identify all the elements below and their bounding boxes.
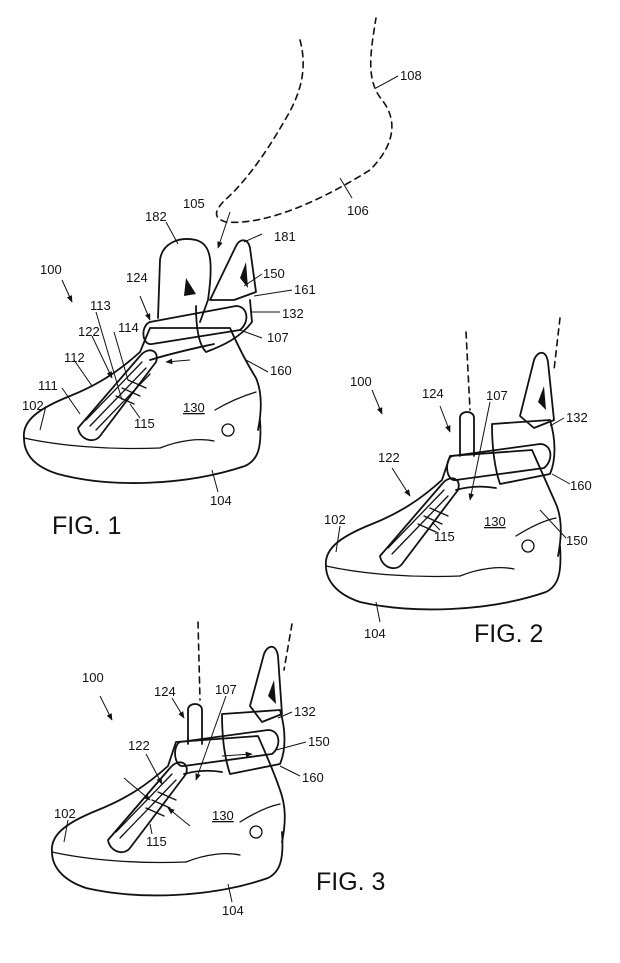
figure-2-label-130: 130 — [484, 514, 506, 529]
figure-1-label-160: 160 — [270, 363, 292, 378]
figure-1-label-115: 115 — [134, 416, 155, 431]
figure-2-label-122: 122 — [378, 450, 400, 465]
figure-1-label-100: 100 — [40, 262, 62, 277]
figure-2-collar — [519, 351, 555, 429]
figure-1-sole — [23, 419, 262, 484]
figure-1-label-111: 111 — [38, 378, 58, 393]
figure-3-caption: FIG. 3 — [316, 868, 385, 896]
figure-1-lacing-panel — [77, 349, 158, 442]
figure-3-label-100: 100 — [82, 670, 104, 685]
figure-1-label-130: 130 — [183, 400, 205, 415]
figure-1-label-108: 108 — [400, 68, 422, 83]
figure-2-label-104: 104 — [364, 626, 386, 641]
figure-1-label-161: 161 — [294, 282, 316, 297]
figure-3-collar — [249, 645, 283, 723]
figure-2-label-102: 102 — [324, 512, 346, 527]
figure-2-label-124: 124 — [422, 386, 444, 401]
figure-2-label-150: 150 — [566, 533, 588, 548]
figure-1-label-112: 112 — [64, 350, 85, 365]
figure-3-strap — [174, 729, 280, 767]
figure-2: 100 102 104 107 115 122 124 130 132 150 … — [324, 317, 592, 648]
figure-3-label-132: 132 — [294, 704, 316, 719]
figure-1-label-106: 106 — [347, 203, 369, 218]
figure-3: 100 102 104 107 115 122 124 130 132 150 … — [51, 621, 385, 918]
figure-2-strap — [446, 443, 552, 481]
figure-1-label-104: 104 — [210, 493, 232, 508]
figure-2-sole — [325, 545, 562, 611]
figure-3-label-122: 122 — [128, 738, 150, 753]
figure-1-label-181: 181 — [274, 229, 296, 244]
figure-3-label-130: 130 — [212, 808, 234, 823]
figure-3-label-115: 115 — [146, 834, 167, 849]
figure-3-label-124: 124 — [154, 684, 176, 699]
figure-2-label-160: 160 — [570, 478, 592, 493]
figure-3-label-102: 102 — [54, 806, 76, 821]
figure-1: 100 102 104 105 106 108 107 111 112 113 … — [22, 17, 422, 540]
figure-3-leg-outline — [197, 621, 201, 701]
figure-1-label-114: 114 — [118, 320, 139, 335]
figure-1-foot-outline — [215, 17, 393, 224]
figure-2-reference-numerals: 100 102 104 107 115 122 124 130 132 150 … — [324, 374, 592, 641]
figure-2-upper — [325, 449, 562, 567]
figure-1-label-113: 113 — [90, 298, 111, 313]
figure-3-label-104: 104 — [222, 903, 244, 918]
figure-3-label-160: 160 — [302, 770, 324, 785]
figure-2-drawing — [325, 317, 571, 623]
figure-1-caption: FIG. 1 — [52, 512, 121, 540]
figure-1-label-124: 124 — [126, 270, 148, 285]
figure-3-drawing — [51, 621, 307, 903]
figure-1-drawing — [23, 17, 399, 493]
figure-3-reference-numerals: 100 102 104 107 115 122 124 130 132 150 … — [54, 670, 330, 918]
figure-1-label-132: 132 — [282, 306, 304, 321]
figure-2-label-132: 132 — [566, 410, 588, 425]
figure-3-sole — [51, 831, 284, 897]
figure-3-upper — [51, 735, 286, 853]
figure-3-label-150: 150 — [308, 734, 330, 749]
figure-2-label-100: 100 — [350, 374, 372, 389]
figure-1-label-105: 105 — [183, 196, 205, 211]
figure-1-label-122: 122 — [78, 324, 100, 339]
figure-1-tongue — [157, 238, 212, 323]
figure-2-label-115: 115 — [434, 529, 455, 544]
figure-2-caption: FIG. 2 — [474, 620, 543, 648]
figure-1-label-102: 102 — [22, 398, 44, 413]
figure-1-label-150: 150 — [263, 266, 285, 281]
figure-1-reference-numerals: 100 102 104 105 106 108 107 111 112 113 … — [22, 68, 422, 508]
figure-3-label-107: 107 — [215, 682, 237, 697]
figure-1-upper — [23, 327, 262, 439]
figure-2-lacing-panel — [379, 477, 460, 570]
figure-1-label-107: 107 — [267, 330, 289, 345]
figure-1-label-182: 182 — [145, 209, 167, 224]
figure-1-collar — [209, 239, 257, 301]
figure-2-leg-outline — [465, 331, 471, 411]
figure-2-label-107: 107 — [486, 388, 508, 403]
